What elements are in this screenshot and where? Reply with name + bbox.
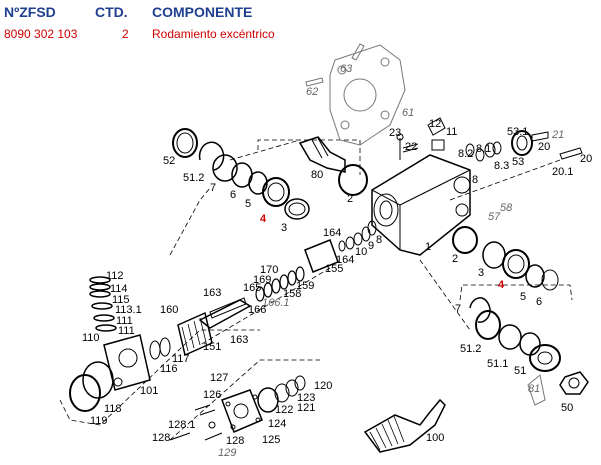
callout-3-lower: 3 (478, 267, 484, 279)
callout-10: 10 (355, 246, 367, 258)
header-quantity: CTD. (95, 4, 128, 20)
callout-163-upper: 163 (203, 287, 221, 299)
callout-8: 8 (472, 174, 478, 186)
callout-118: 118 (104, 403, 122, 415)
callout-116: 116 (160, 363, 178, 375)
callout-4-lower-highlight: 4 (498, 279, 505, 291)
callout-51: 51 (514, 365, 526, 377)
callout-6: 6 (230, 189, 236, 201)
callout-20-right: 20 (580, 153, 592, 165)
callout-155: 155 (325, 263, 343, 275)
callout-22: 22 (405, 141, 417, 153)
callout-57: 57 (488, 211, 501, 223)
callout-7-lower: 7 (455, 303, 461, 315)
callout-51-2: 51.2 (183, 172, 204, 184)
callout-3: 3 (281, 222, 287, 234)
callout-124: 124 (268, 418, 286, 430)
callout-112: 112 (106, 270, 124, 282)
callout-51-2-lower: 51.2 (460, 343, 481, 355)
callout-158: 158 (283, 288, 301, 300)
callout-159: 159 (296, 280, 314, 292)
callout-121: 121 (297, 402, 315, 414)
callout-5: 5 (245, 198, 251, 210)
callout-20-1: 20.1 (552, 166, 573, 178)
callout-53: 53 (512, 156, 524, 168)
callout-23: 23 (389, 127, 401, 139)
callout-120: 120 (314, 380, 332, 392)
callout-52: 52 (163, 155, 175, 167)
callout-128-1: 128.1 (168, 419, 196, 431)
callout-1: 1 (425, 241, 431, 253)
callout-6-lower: 6 (536, 296, 542, 308)
callout-166: 166 (248, 304, 266, 316)
callout-12: 12 (429, 118, 441, 130)
callout-111-lower: 111 (118, 325, 135, 337)
callout-129: 129 (218, 447, 236, 459)
callout-50: 50 (561, 402, 573, 414)
callout-165: 165 (243, 282, 261, 294)
callout-62: 62 (306, 86, 318, 98)
callout-2: 2 (347, 193, 353, 205)
callout-126: 126 (203, 389, 221, 401)
callout-80: 80 (311, 169, 323, 181)
callout-53-1: 53.1 (507, 126, 528, 138)
callout-61: 61 (402, 107, 414, 119)
callout-128-right: 128 (226, 435, 244, 447)
callout-100: 100 (426, 432, 444, 444)
callout-114: 114 (110, 283, 128, 295)
callout-21: 21 (551, 129, 564, 141)
row-part-number: 8090 302 103 (4, 27, 78, 41)
header-part-number: NºZFSD (4, 4, 56, 20)
callout-110: 110 (82, 332, 100, 344)
callout-127: 127 (210, 372, 228, 384)
row-quantity: 2 (122, 27, 129, 41)
callout-125: 125 (262, 434, 280, 446)
callout-111-upper: 111 (116, 315, 133, 327)
callout-11: 11 (446, 126, 457, 138)
callout-123: 123 (297, 392, 315, 404)
header-component: COMPONENTE (152, 4, 253, 20)
callout-8-1: 8.1 (476, 143, 491, 155)
callout-113-1: 113.1 (115, 304, 142, 316)
callout-63: 63 (340, 63, 353, 75)
callout-170: 170 (260, 264, 278, 276)
callout-101: 101 (140, 385, 158, 397)
callout-163-lower: 163 (230, 334, 248, 346)
callout-164-upper: 164 (323, 227, 341, 239)
callout-51-1: 51.1 (487, 358, 508, 370)
callout-166-1: 166.1 (262, 297, 290, 309)
callout-122: 122 (275, 404, 293, 416)
callout-115: 115 (112, 294, 130, 306)
callout-169: 169 (253, 274, 271, 286)
callout-2-lower: 2 (452, 253, 458, 265)
callout-151: 151 (203, 341, 221, 353)
callout-160: 160 (160, 304, 178, 316)
callout-58: 58 (500, 202, 513, 214)
callout-8-mid: 8 (376, 234, 382, 246)
callout-5-lower: 5 (520, 291, 526, 303)
callout-8-2: 8.2 (458, 148, 473, 160)
row-component-name: Rodamiento excéntrico (152, 27, 275, 41)
callout-164-lower: 164 (336, 254, 354, 266)
callout-119: 119 (90, 415, 108, 427)
callout-81: 81 (528, 383, 540, 395)
callout-4-highlight: 4 (260, 213, 267, 225)
callout-8-3: 8.3 (494, 160, 509, 172)
callout-7: 7 (210, 182, 216, 194)
callout-117: 117 (172, 353, 190, 365)
callout-20-upper: 20 (538, 141, 550, 153)
callout-128-left: 128 (152, 432, 170, 444)
callout-9: 9 (368, 240, 374, 252)
